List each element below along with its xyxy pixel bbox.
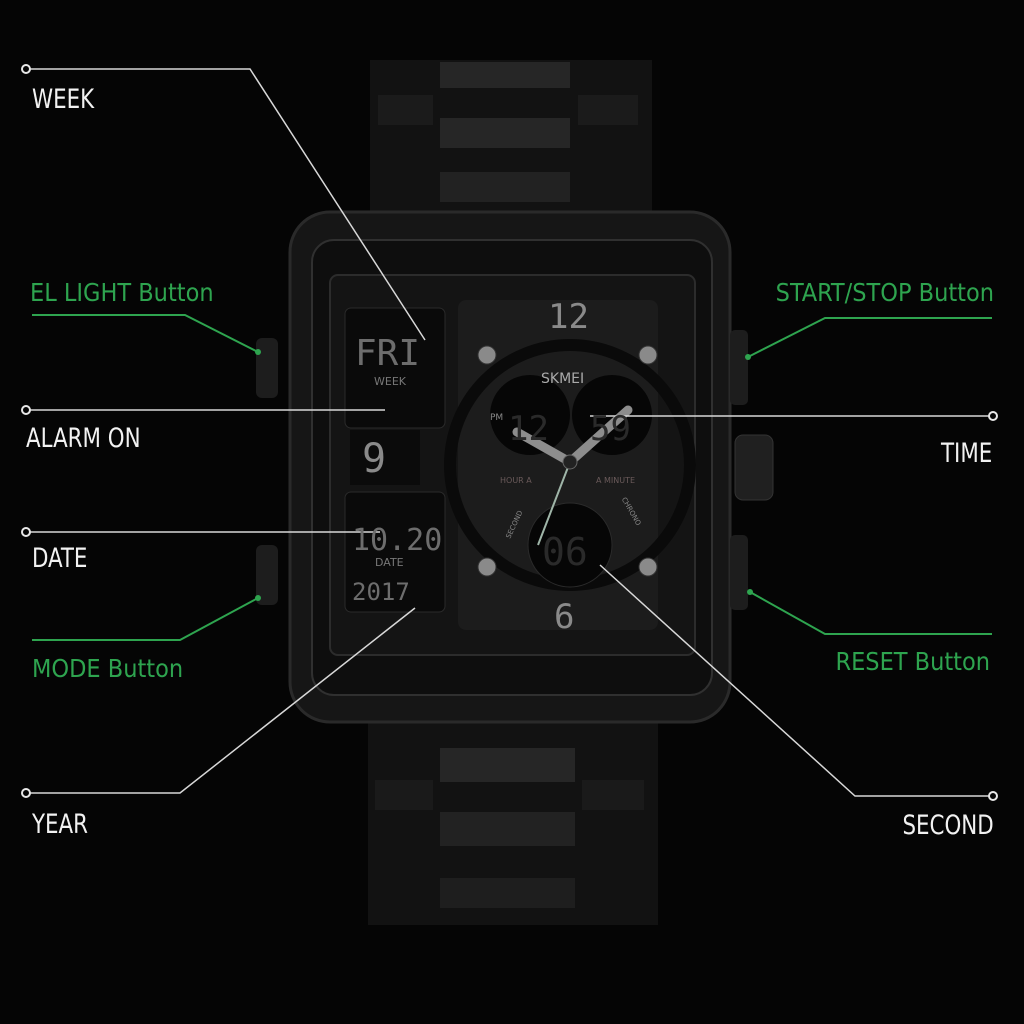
start-stop-button-label: START/STOP Button xyxy=(775,278,994,307)
week-leader xyxy=(26,68,426,341)
date-caption: DATE xyxy=(375,556,404,569)
brand-logo: SKMEI xyxy=(541,371,584,387)
date-display: 10.20 xyxy=(352,523,442,558)
pm-indicator: PM xyxy=(490,413,503,423)
watch-hands xyxy=(512,405,633,546)
bracelet-top xyxy=(370,60,652,225)
time-label: TIME xyxy=(940,438,992,469)
time-dot xyxy=(988,411,998,421)
numeral-9: 9 xyxy=(362,436,386,482)
numeral-6: 6 xyxy=(554,597,574,637)
start-stop-leader xyxy=(747,317,992,358)
mode-button-label: MODE Button xyxy=(32,654,184,683)
second-label: SECOND xyxy=(902,810,994,841)
numeral-12: 12 xyxy=(548,297,589,337)
second-dot xyxy=(988,791,998,801)
leader-lines xyxy=(26,68,993,797)
hour-caption: HOUR A xyxy=(500,476,532,485)
year-display: 2017 xyxy=(352,578,410,606)
mode-leader xyxy=(32,597,259,641)
week-dot xyxy=(21,64,31,74)
year-label: YEAR xyxy=(32,809,89,840)
second-leader xyxy=(599,564,993,797)
alarm-dot xyxy=(21,405,31,415)
bracelet-bottom xyxy=(368,715,658,925)
date-label: DATE xyxy=(32,543,88,574)
second-display: 06 xyxy=(542,530,588,574)
year-leader xyxy=(26,607,416,794)
crown[interactable] xyxy=(734,434,774,501)
el-light-pusher[interactable] xyxy=(256,338,278,398)
reset-leader xyxy=(749,591,992,635)
minute-caption: A MINUTE xyxy=(596,476,635,485)
week-caption: WEEK xyxy=(374,375,407,388)
el-light-leader xyxy=(32,314,259,353)
week-label: WEEK xyxy=(32,84,95,115)
el-light-button-label: EL LIGHT Button xyxy=(30,278,214,307)
week-display: FRI xyxy=(355,333,420,374)
alarm-on-label: ALARM ON xyxy=(26,423,141,454)
minute-display: 59 xyxy=(590,409,631,449)
date-dot xyxy=(21,527,31,537)
year-dot xyxy=(21,788,31,798)
mode-pusher[interactable] xyxy=(256,545,278,605)
hour-display: 12 xyxy=(508,409,549,449)
reset-button-label: RESET Button xyxy=(835,647,990,676)
start-stop-pusher[interactable] xyxy=(730,330,748,405)
reset-pusher[interactable] xyxy=(730,535,748,610)
